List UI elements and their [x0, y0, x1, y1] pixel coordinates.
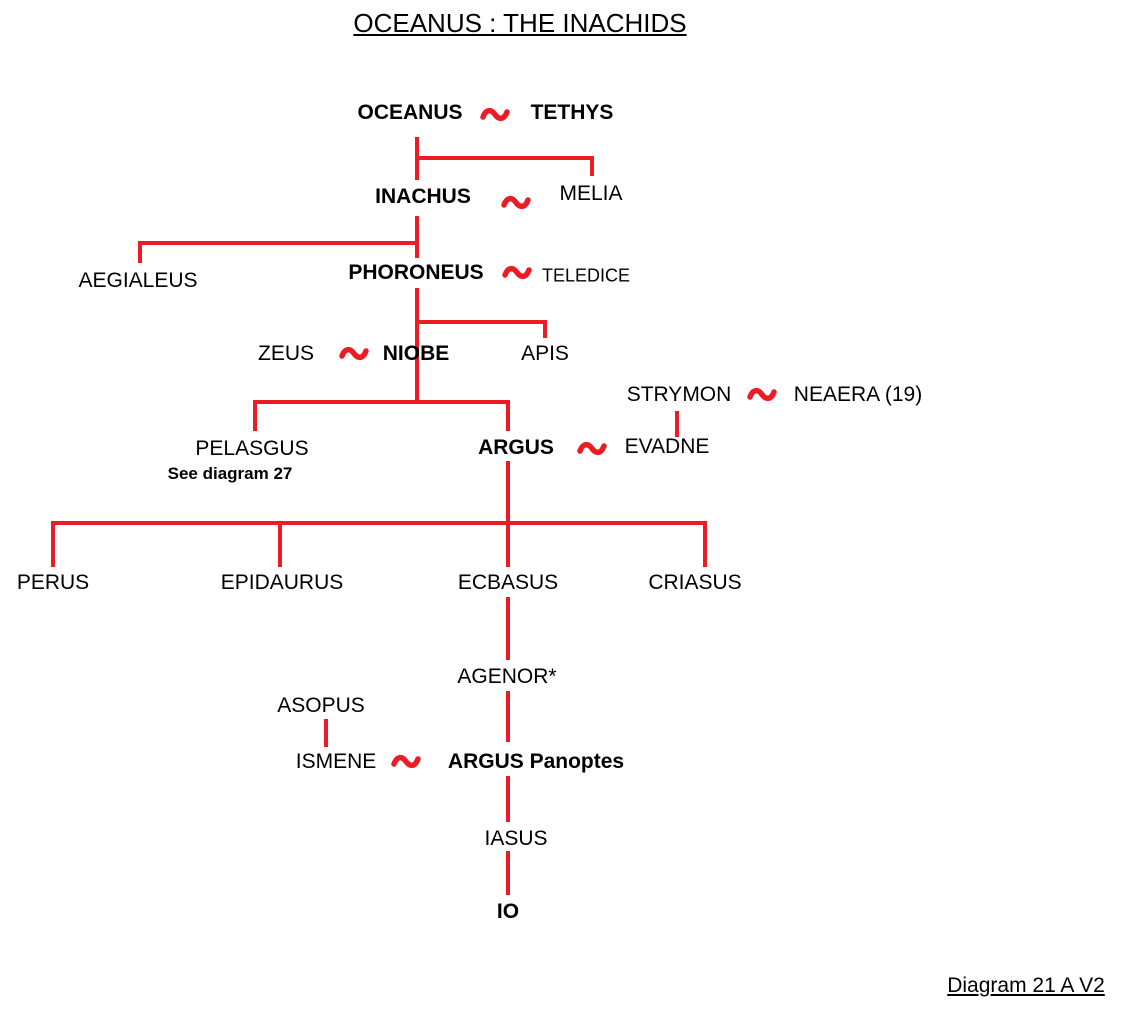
person-melia: MELIA — [559, 182, 623, 205]
marriage-tilde-icon — [502, 263, 532, 281]
person-io: IO — [496, 900, 520, 923]
person-criasus: CRIASUS — [648, 571, 742, 594]
marriage-tilde-icon — [577, 439, 607, 457]
marriage-tilde-icon — [480, 105, 510, 123]
marriage-tilde-icon — [391, 752, 421, 770]
person-zeus: ZEUS — [257, 342, 315, 365]
tree-line-vertical — [506, 400, 510, 431]
tree-line-vertical — [51, 521, 55, 567]
person-argus: ARGUS — [478, 436, 554, 459]
tree-line-vertical — [506, 691, 510, 742]
person-iasus: IASUS — [484, 827, 548, 850]
tree-line-horizontal — [138, 241, 419, 245]
person-agenor: AGENOR* — [457, 665, 557, 688]
tree-line-vertical — [278, 521, 282, 567]
tree-line-vertical — [506, 521, 510, 567]
tree-line-vertical — [506, 461, 510, 525]
marriage-tilde-icon — [339, 344, 369, 362]
person-strymon: STRYMON — [626, 383, 732, 406]
tree-line-vertical — [543, 320, 547, 338]
person-phoroneus: PHORONEUS — [348, 261, 484, 284]
tree-line-vertical — [506, 851, 510, 895]
person-ecbasus: ECBASUS — [457, 571, 559, 594]
person-argus-panoptes: ARGUS Panoptes — [447, 750, 625, 773]
person-apis: APIS — [521, 342, 569, 365]
person-oceanus: OCEANUS — [357, 101, 463, 124]
tree-line-vertical — [415, 288, 419, 404]
person-perus: PERUS — [16, 571, 90, 594]
marriage-tilde-icon — [747, 385, 777, 403]
tree-line-vertical — [506, 776, 510, 822]
person-neaera-19: NEAERA (19) — [793, 383, 923, 406]
person-evadne: EVADNE — [624, 435, 710, 458]
note-see-diagram-27: See diagram 27 — [167, 464, 293, 483]
person-ismene: ISMENE — [295, 750, 377, 773]
tree-line-vertical — [253, 400, 257, 431]
tree-line-vertical — [675, 411, 679, 437]
tree-line-vertical — [415, 216, 419, 258]
diagram-title: OCEANUS : THE INACHIDS — [353, 8, 687, 38]
tree-line-horizontal — [51, 521, 707, 525]
tree-line-vertical — [590, 156, 594, 176]
tree-line-vertical — [138, 241, 142, 263]
person-teledice: TELEDICE — [541, 265, 631, 286]
person-asopus: ASOPUS — [277, 694, 365, 717]
tree-line-vertical — [324, 719, 328, 747]
diagram-reference-label: Diagram 21 A V2 — [947, 974, 1105, 997]
person-epidaurus: EPIDAURUS — [220, 571, 344, 594]
person-aegialeus: AEGIALEUS — [78, 269, 198, 292]
tree-line-horizontal — [253, 400, 510, 404]
tree-line-horizontal — [415, 320, 547, 324]
person-niobe: NIOBE — [382, 342, 450, 365]
marriage-tilde-icon — [501, 193, 531, 211]
person-pelasgus: PELASGUS — [195, 437, 309, 460]
tree-line-vertical — [703, 521, 707, 567]
person-inachus: INACHUS — [375, 185, 471, 208]
tree-line-vertical — [506, 597, 510, 660]
person-tethys: TETHYS — [530, 101, 614, 124]
tree-line-horizontal — [415, 156, 594, 160]
